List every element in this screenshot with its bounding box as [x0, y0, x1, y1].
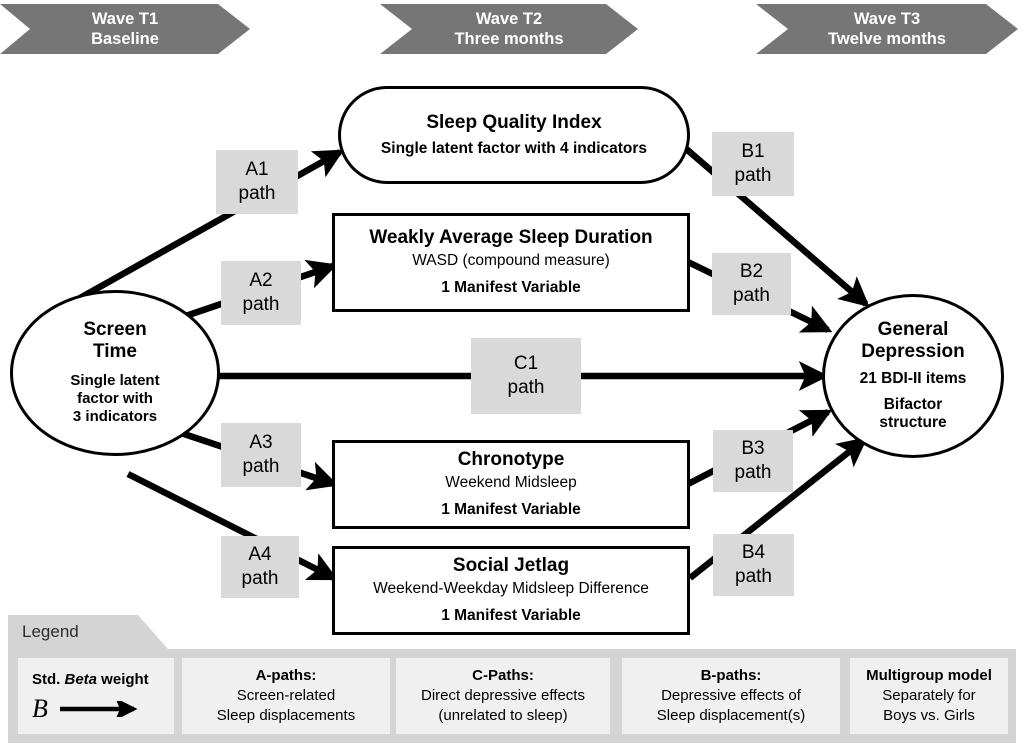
screen-time-sub-line3: 3 indicators	[72, 408, 158, 426]
c1-path-word: path	[507, 377, 545, 398]
wave-t2-line1: Wave T2	[475, 9, 543, 28]
a4-path-code: A4	[248, 544, 272, 566]
legend-multigroup-line1: Separately for	[882, 687, 976, 705]
depression-sub-line3: structure	[879, 414, 947, 432]
node-screen-time: Screen Time Single latent factor with 3 …	[10, 290, 220, 456]
a1-path-label: A1 path	[216, 150, 298, 214]
wave-banner-t2: Wave T2 Three months	[380, 4, 638, 54]
b4-path-code: B4	[741, 542, 766, 564]
sleep-quality-sub: Single latent factor with 4 indicators	[380, 139, 648, 157]
b4-path-label: B4 path	[713, 534, 794, 596]
legend-multigroup: Multigroup model Separately for Boys vs.…	[850, 658, 1008, 734]
legend-heading: Legend	[22, 622, 79, 641]
chronotype-sub: Weekend Midsleep	[445, 473, 577, 491]
a2-path-word: path	[242, 294, 280, 315]
wasd-sub: WASD (compound measure)	[412, 251, 610, 269]
social-jetlag-sub-bold: 1 Manifest Variable	[441, 607, 581, 625]
legend-arrow-icon	[59, 701, 138, 718]
legend-a-paths-line1: Screen-related	[236, 687, 336, 705]
b1-path-label: B1 path	[712, 132, 794, 196]
legend-beta-symbol: B	[32, 694, 48, 724]
wave-t1-line2: Baseline	[91, 30, 159, 48]
node-weekly-average-sleep-duration: Weakly Average Sleep Duration WASD (comp…	[332, 213, 690, 312]
a1-path-word: path	[238, 183, 276, 204]
wave-banner-t1: Wave T1 Baseline	[0, 4, 250, 54]
arrow-a4	[126, 471, 339, 581]
a2-path-code: A2	[249, 270, 273, 292]
chronotype-sub-bold: 1 Manifest Variable	[441, 501, 581, 519]
a1-path-code: A1	[245, 159, 269, 181]
legend-beta-weight: Std. Beta weight B	[18, 658, 174, 734]
b3-path-word: path	[734, 462, 772, 483]
legend-b-paths-title: B-paths:	[700, 667, 762, 685]
a3-path-code: A3	[249, 432, 273, 454]
legend-b-paths-line2: Sleep displacement(s)	[656, 706, 806, 724]
legend-multigroup-title: Multigroup model	[866, 667, 992, 685]
depression-title-line2: Depression	[861, 341, 965, 363]
legend-c-paths-line1: Direct depressive effects	[421, 687, 585, 705]
depression-sub-line1: 21 BDI-II items	[859, 369, 967, 387]
c1-path-code: C1	[513, 353, 539, 375]
wave-banner-t3: Wave T3 Twelve months	[756, 4, 1018, 54]
b3-path-label: B3 path	[713, 430, 793, 492]
chronotype-title: Chronotype	[457, 448, 565, 470]
wasd-title: Weakly Average Sleep Duration	[369, 226, 653, 248]
legend-c-paths-title: C-Paths:	[472, 667, 534, 685]
c1-path-label: C1 path	[471, 338, 581, 414]
node-sleep-quality-index: Sleep Quality Index Single latent factor…	[338, 86, 690, 184]
wave-t3-line2: Twelve months	[828, 30, 946, 48]
wave-t3-line1: Wave T3	[853, 9, 921, 28]
a3-path-word: path	[242, 456, 280, 477]
social-jetlag-sub: Weekend-Weekday Midsleep Difference	[373, 579, 649, 597]
wave-t1-line1: Wave T1	[91, 9, 159, 28]
screen-time-title-line2: Time	[92, 341, 137, 363]
a3-path-label: A3 path	[221, 423, 301, 487]
b2-path-code: B2	[739, 261, 764, 283]
wasd-sub-bold: 1 Manifest Variable	[441, 279, 581, 297]
b4-path-word: path	[735, 566, 772, 587]
b1-path-code: B1	[741, 141, 765, 163]
b3-path-code: B3	[741, 438, 765, 460]
screen-time-sub-line2: factor with	[77, 390, 153, 408]
sleep-quality-title: Sleep Quality Index	[426, 111, 602, 133]
legend-beta-title: Std. Beta weight	[32, 670, 149, 688]
legend-beta-arrow-row: B	[32, 696, 150, 722]
depression-sub-line2: Bifactor	[883, 395, 943, 413]
b2-path-label: B2 path	[712, 253, 791, 315]
legend-header-tab: Legend	[8, 615, 168, 655]
social-jetlag-title: Social Jetlag	[452, 554, 570, 576]
b2-path-word: path	[733, 285, 770, 306]
node-social-jetlag: Social Jetlag Weekend-Weekday Midsleep D…	[332, 546, 690, 635]
b1-path-word: path	[734, 165, 772, 186]
legend-c-paths-line2: (unrelated to sleep)	[438, 706, 568, 724]
a2-path-label: A2 path	[221, 261, 301, 325]
screen-time-title-line1: Screen	[83, 319, 147, 341]
legend-b-paths-line1: Depressive effects of	[661, 687, 801, 705]
legend-multigroup-line2: Boys vs. Girls	[883, 706, 975, 724]
depression-title-line1: General	[877, 319, 949, 341]
legend-a-paths-line2: Sleep displacements	[216, 706, 356, 724]
legend-a-paths: A-paths: Screen-related Sleep displaceme…	[182, 658, 390, 734]
node-chronotype: Chronotype Weekend Midsleep 1 Manifest V…	[332, 440, 690, 529]
node-general-depression: General Depression 21 BDI-II items Bifac…	[822, 294, 1004, 458]
legend-c-paths: C-Paths: Direct depressive effects (unre…	[396, 658, 610, 734]
a4-path-word: path	[241, 568, 279, 589]
legend-a-paths-title: A-paths:	[255, 667, 317, 685]
a4-path-label: A4 path	[221, 536, 299, 598]
wave-t2-line2: Three months	[454, 30, 564, 48]
legend-b-paths: B-paths: Depressive effects of Sleep dis…	[622, 658, 840, 734]
screen-time-sub-line1: Single latent	[70, 371, 160, 389]
